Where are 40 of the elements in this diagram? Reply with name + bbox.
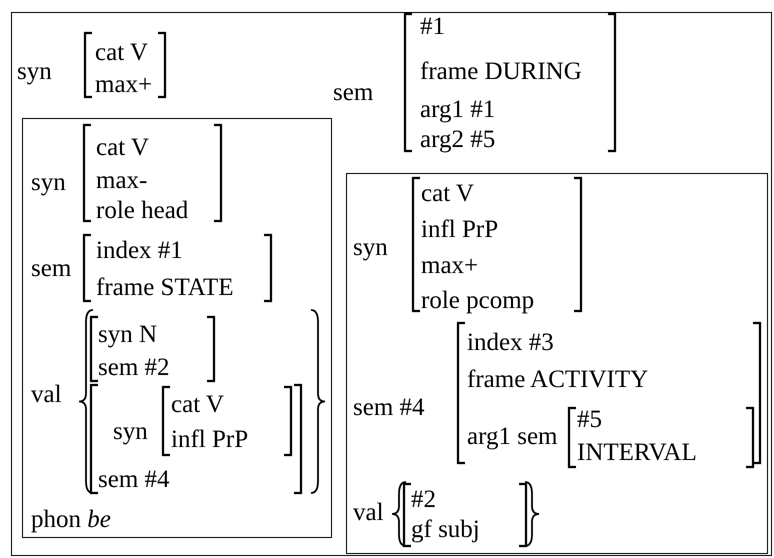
feature-text: infl PrP — [171, 426, 248, 454]
feature-text: #1 — [420, 13, 445, 41]
feature-text: #2 — [411, 486, 436, 514]
feature-text: syn — [31, 169, 66, 197]
feature-text: val — [353, 499, 384, 527]
feature-text: sem #2 — [98, 354, 170, 382]
feature-text: INTERVAL — [577, 439, 697, 467]
feature-text: syn N — [98, 321, 158, 349]
feature-text: max+ — [95, 71, 152, 99]
feature-text: cat V — [171, 391, 224, 419]
feature-text: index #1 — [96, 237, 183, 265]
feature-text: val — [31, 381, 62, 409]
feature-text: frame DURING — [420, 58, 582, 86]
feature-text: role head — [96, 197, 188, 225]
feature-text: sem — [333, 79, 374, 107]
construction-frame — [11, 12, 772, 556]
feature-text: sem #4 — [353, 394, 425, 422]
feature-text: sem #4 — [98, 466, 170, 494]
feature-text: cat V — [421, 180, 474, 208]
constituent-box — [22, 118, 332, 538]
feature-text: role pcomp — [421, 287, 534, 315]
feature-text: frame STATE — [96, 274, 234, 302]
constituent-box — [346, 173, 768, 554]
feature-text: sem — [31, 255, 72, 283]
feature-text: max- — [96, 167, 148, 195]
feature-text: max+ — [421, 252, 478, 280]
feature-text: infl PrP — [421, 216, 498, 244]
feature-text: #5 — [577, 406, 602, 434]
feature-text: syn — [353, 234, 388, 262]
feature-text: syn — [17, 58, 52, 86]
feature-text: gf subj — [411, 516, 480, 544]
feature-text: arg1 #1 — [420, 96, 496, 124]
feature-text: arg2 #5 — [420, 126, 496, 154]
feature-text: cat V — [95, 39, 148, 67]
feature-text: arg1 sem — [467, 423, 558, 451]
feature-text: index #3 — [467, 329, 554, 357]
feature-text: phon be — [31, 506, 111, 534]
feature-text: cat V — [96, 134, 149, 162]
feature-text: syn — [113, 418, 148, 446]
feature-text: frame ACTIVITY — [467, 366, 648, 394]
